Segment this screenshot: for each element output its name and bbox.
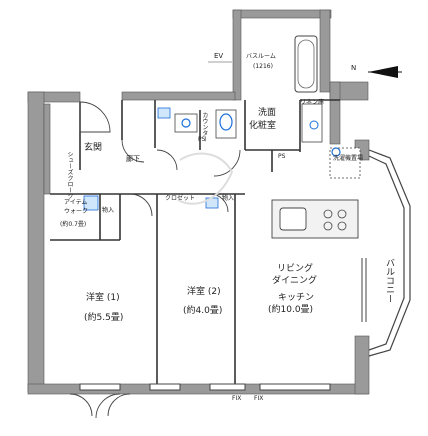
bathtub	[294, 35, 318, 93]
ldk-size: (約10.0畳)	[268, 305, 314, 315]
washroom-line2: 化粧室	[249, 121, 277, 131]
western1-name: 洋室 (1)	[86, 293, 120, 303]
wic-size: (約0.7畳)	[60, 221, 87, 228]
ps-label: PS	[198, 136, 206, 143]
watermark-logo	[177, 152, 234, 205]
balcony-door	[361, 258, 367, 322]
fix1-label: FIX	[232, 395, 242, 402]
closet-b-label: 物入	[222, 195, 235, 202]
wic-line2: ウォーク	[64, 208, 89, 215]
door-swings	[69, 101, 241, 419]
western1-size: (約5.5畳)	[84, 313, 124, 323]
storage-highlights	[83, 107, 219, 211]
closet-a-label: クロゼット	[165, 195, 196, 202]
internal-walls	[50, 99, 340, 384]
bathroom-name: バスルーム	[246, 53, 276, 60]
laundry-area	[329, 147, 361, 179]
storage-small-label: 物入	[102, 207, 115, 214]
entrance-label: 玄関	[84, 143, 103, 153]
fix2-label: FIX	[254, 395, 264, 402]
wash-basin	[301, 103, 323, 143]
corridor-label: 廊下	[126, 155, 140, 163]
balcony-outline	[368, 149, 411, 357]
kitchen-counter	[271, 199, 359, 239]
wic-line1: アイテム	[64, 199, 88, 206]
counter-label: カウンター	[200, 112, 208, 142]
outdoor-machine-label: 洗濯機置場	[333, 155, 364, 162]
washroom-line1: 洗面	[258, 108, 277, 118]
bathroom-size: (1216)	[253, 63, 273, 70]
western2-size: (約4.0畳)	[183, 306, 223, 316]
compass-icon	[368, 66, 402, 78]
shoes-cloak-label: シューズクローク	[66, 151, 73, 199]
ev-label: EV	[214, 52, 224, 60]
toilet	[215, 109, 237, 139]
balcony-label: バルコニー	[384, 258, 394, 303]
counter-sink	[174, 113, 198, 133]
ldk-line1: リビング	[277, 264, 314, 274]
western2-name: 洋室 (2)	[187, 287, 221, 297]
ldk-line3: キッチン	[278, 293, 315, 303]
compass-north-label: N	[351, 64, 357, 72]
ps2-label: PS	[278, 153, 286, 160]
linen-label: リネン庫	[300, 99, 325, 106]
ldk-line2: ダイニング	[272, 276, 318, 286]
bottom-windows	[79, 383, 331, 391]
